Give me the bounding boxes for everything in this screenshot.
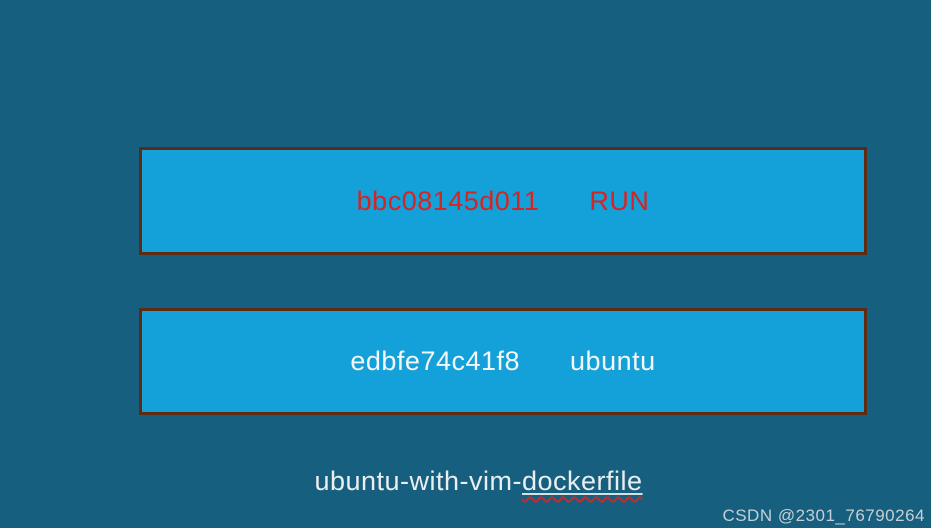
layer-id: edbfe74c41f8 (350, 346, 521, 376)
layer-base-image-label: ubuntu (570, 346, 656, 376)
layer-id: bbc08145d011 (356, 185, 540, 216)
image-layer-box-base: edbfe74c41f8 ubuntu (139, 308, 867, 415)
caption-squiggle-word: dockerfile (522, 466, 643, 496)
csdn-watermark: CSDN @2301_76790264 (722, 506, 925, 525)
image-layer-box-run: bbc08145d011 RUN (139, 147, 867, 255)
caption-underlined-word: dockerfile (522, 466, 643, 496)
caption-prefix: ubuntu-with-vim- (314, 466, 522, 496)
dockerfile-caption: ubuntu-with-vim-dockerfile (13, 466, 931, 497)
layer-command-label: RUN (589, 185, 650, 216)
